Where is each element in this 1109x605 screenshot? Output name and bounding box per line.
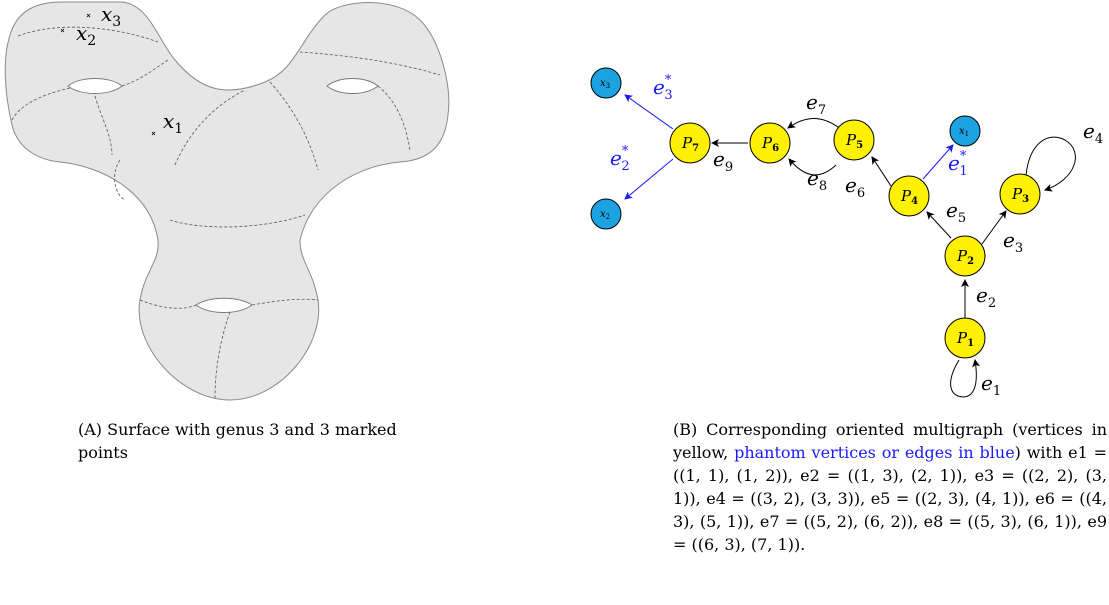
cut-curve	[139, 299, 197, 309]
vertex-P2-label: P2	[956, 247, 974, 267]
marked-point-crosses	[60, 13, 156, 136]
edge-e5-label: e5	[946, 198, 966, 226]
cut-curves	[11, 26, 441, 399]
cut-curve	[17, 26, 159, 43]
phantom-vertex-x2: x2	[590, 198, 622, 230]
caption-b-blue: phantom vertices or edges in blue	[734, 443, 1015, 462]
caption-a-text: Surface with genus 3 and 3 marked points	[78, 420, 397, 462]
phantom-vertex-x1: x1	[949, 115, 981, 147]
vertex-P1-node	[944, 317, 986, 359]
edge-e1-label: e1	[981, 371, 1001, 399]
edge-e3	[981, 210, 1007, 245]
genus-3-surface: x1 x2 x3	[4, 1, 450, 401]
vertex-P2: P2	[944, 235, 986, 277]
phantom-vertex-x3: x3	[590, 67, 622, 99]
edge-e4-label: e4	[1083, 119, 1103, 147]
phantom-edge-e1star	[922, 144, 954, 180]
phantom-vertex-x3-label: x3	[600, 78, 610, 90]
edge-e7-label: e7	[806, 90, 826, 118]
vertex-P2-node	[944, 235, 986, 277]
cut-curve	[174, 89, 246, 166]
vertex-P3-label: P3	[1011, 185, 1029, 205]
marked-point-x2-cross	[60, 28, 65, 33]
vertex-P6: P6	[749, 122, 791, 164]
marked-point-x3-label: x3	[101, 2, 121, 30]
edge-e4-loop	[1025, 136, 1076, 192]
caption-b-pre: Corresponding oriented multigraph (verti…	[673, 420, 1107, 462]
cut-curve	[269, 81, 319, 171]
phantom-vertex-x1-node	[949, 115, 981, 147]
vertex-P1: P1	[944, 317, 986, 359]
cut-curve	[114, 159, 126, 201]
cut-curve	[377, 85, 411, 151]
vertex-P1-label: P1	[956, 329, 974, 349]
vertex-P7: P7	[669, 122, 711, 164]
edge-labels: e1 e2 e3 e4 e5 e6 e7 e8 e9	[713, 90, 1103, 399]
marked-point-x1-cross	[151, 131, 156, 136]
vertex-P3: P3	[999, 173, 1041, 215]
cut-curve	[251, 298, 319, 306]
cut-curve	[169, 214, 306, 228]
cut-curve	[121, 59, 169, 87]
phantom-edge-e2star	[624, 158, 674, 200]
surface-body	[4, 1, 450, 401]
phantom-vertex-x2-label: x2	[600, 209, 610, 221]
edge-e3-label: e3	[1003, 228, 1023, 256]
edge-e1-loop	[950, 359, 981, 398]
vertex-P5-label: P5	[845, 131, 863, 151]
vertex-P4-node	[888, 175, 930, 217]
caption-b-tag: (B)	[673, 420, 698, 439]
edge-e6-label: e6	[845, 173, 865, 201]
edge-e9-label: e9	[713, 147, 733, 175]
vertex-P6-node	[749, 122, 791, 164]
phantom-edge-e2star-label: e*2	[610, 144, 630, 174]
vertex-P4-label: P4	[900, 187, 918, 207]
edge-e8-label: e8	[807, 166, 827, 194]
marked-point-x3-cross	[86, 13, 91, 18]
vertex-P3-node	[999, 173, 1041, 215]
phantom-edge-labels: e*1 e*2 e*3	[610, 73, 968, 179]
caption-a: (A) Surface with genus 3 and 3 marked po…	[78, 418, 408, 464]
phantom-vertex-x3-node	[590, 67, 622, 99]
caption-b: (B) Corresponding oriented multigraph (v…	[673, 418, 1107, 556]
vertex-P5: P5	[833, 119, 875, 161]
phantom-edge-e3star-label: e*3	[653, 73, 673, 103]
vertex-P5-node	[833, 119, 875, 161]
edge-e2-label: e2	[976, 283, 996, 311]
caption-b-post: ) with e1 = ((1, 1), (1, 2)), e2 = ((1, …	[673, 443, 1107, 554]
marked-point-x2-label: x2	[76, 21, 96, 49]
marked-point-x1-label: x1	[163, 109, 183, 137]
vertex-P6-label: P6	[761, 134, 779, 154]
phantom-vertex-x1-label: x1	[959, 126, 969, 138]
cut-curve	[299, 51, 441, 76]
edge-e6	[871, 156, 892, 187]
edge-e8	[788, 158, 837, 176]
caption-a-tag: (A)	[78, 420, 103, 439]
vertex-P7-node	[669, 122, 711, 164]
vertex-P7-label: P7	[681, 134, 699, 154]
graph-edges	[624, 94, 1076, 398]
cut-curve	[94, 95, 113, 156]
figure-canvas: x1 x2 x3 P1 P2 P3 P4 P5 P6 P7 x1 x2	[4, 1, 1103, 401]
multigraph: P1 P2 P3 P4 P5 P6 P7 x1 x2 x3 e1 e2 e3 e…	[590, 67, 1103, 399]
edge-e7	[787, 118, 843, 131]
phantom-edge-e3star	[624, 94, 674, 130]
phantom-vertex-x2-node	[590, 198, 622, 230]
vertex-P4: P4	[888, 175, 930, 217]
edge-e5	[926, 211, 952, 239]
phantom-edge-e1star-label: e*1	[948, 149, 968, 179]
